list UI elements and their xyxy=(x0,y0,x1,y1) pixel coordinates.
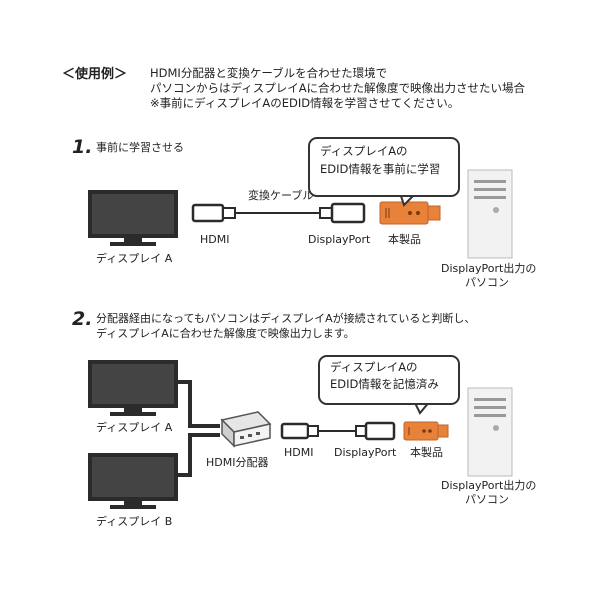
product-label-step2: 本製品 xyxy=(410,446,443,459)
step2-number: 2. xyxy=(72,308,93,330)
hdmi-connector-step1-icon xyxy=(191,203,236,223)
monitor-a-step2-icon xyxy=(88,360,178,416)
bubble-step1-line-1: ディスプレイAの xyxy=(320,144,408,158)
step1-number: 1. xyxy=(72,136,93,158)
hdmi-label-step2: HDMI xyxy=(284,446,314,459)
display-a-label-step2: ディスプレイ A xyxy=(96,421,173,434)
step2-text-line-1: 分配器経由になってもパソコンはディスプレイAが接続されていると判断し、 xyxy=(96,312,476,325)
edid-bubble-step2 xyxy=(318,355,460,405)
header-line-1: HDMI分配器と変換ケーブルを合わせた環境で xyxy=(150,66,388,80)
monitor-a-step1-icon xyxy=(88,190,178,246)
product-adapter-step2-icon xyxy=(403,421,449,441)
displayport-connector-step2-icon xyxy=(355,421,396,441)
hdmi-splitter-icon xyxy=(220,411,272,448)
pc-tower-step1-icon xyxy=(467,169,513,259)
monitor-b-step2-icon xyxy=(88,453,178,509)
pc-label-step1-line-2: パソコン xyxy=(465,276,509,289)
step2-text-line-2: ディスプレイAに合わせた解像度で映像出力します。 xyxy=(96,327,355,340)
bubble-step2-line-1: ディスプレイAの xyxy=(330,360,418,374)
display-b-label-step2: ディスプレイ B xyxy=(96,515,173,528)
splitter-wiring xyxy=(178,380,220,477)
header-line-2: パソコンからはディスプレイAに合わせた解像度で映像出力させたい場合 xyxy=(150,81,526,95)
bubble-step1-line-2: EDID情報を事前に学習 xyxy=(320,162,441,176)
pc-label-step1-line-1: DisplayPort出力の xyxy=(441,262,537,275)
pc-tower-step2-icon xyxy=(467,387,513,477)
hdmi-connector-step2-icon xyxy=(280,422,319,440)
product-adapter-step1-icon xyxy=(379,201,441,225)
product-label-step1: 本製品 xyxy=(388,233,421,246)
splitter-label: HDMI分配器 xyxy=(206,456,269,469)
displayport-label-step1: DisplayPort xyxy=(308,233,371,246)
header-line-3: ※事前にディスプレイAのEDID情報を学習させてください。 xyxy=(150,96,460,110)
display-a-label-step1: ディスプレイ A xyxy=(96,252,173,265)
displayport-connector-step1-icon xyxy=(319,202,366,224)
pc-label-step2-line-2: パソコン xyxy=(465,493,509,506)
cable-label: 変換ケーブル xyxy=(248,189,314,202)
bubble-step2-line-2: EDID情報を記憶済み xyxy=(330,377,439,391)
displayport-label-step2: DisplayPort xyxy=(334,446,397,459)
hdmi-label-step1: HDMI xyxy=(200,233,230,246)
edid-bubble-step1 xyxy=(308,137,460,197)
step1-text: 事前に学習させる xyxy=(96,141,184,154)
pc-label-step2-line-1: DisplayPort出力の xyxy=(441,479,537,492)
usage-example-label: ＜使用例＞ xyxy=(62,67,128,82)
